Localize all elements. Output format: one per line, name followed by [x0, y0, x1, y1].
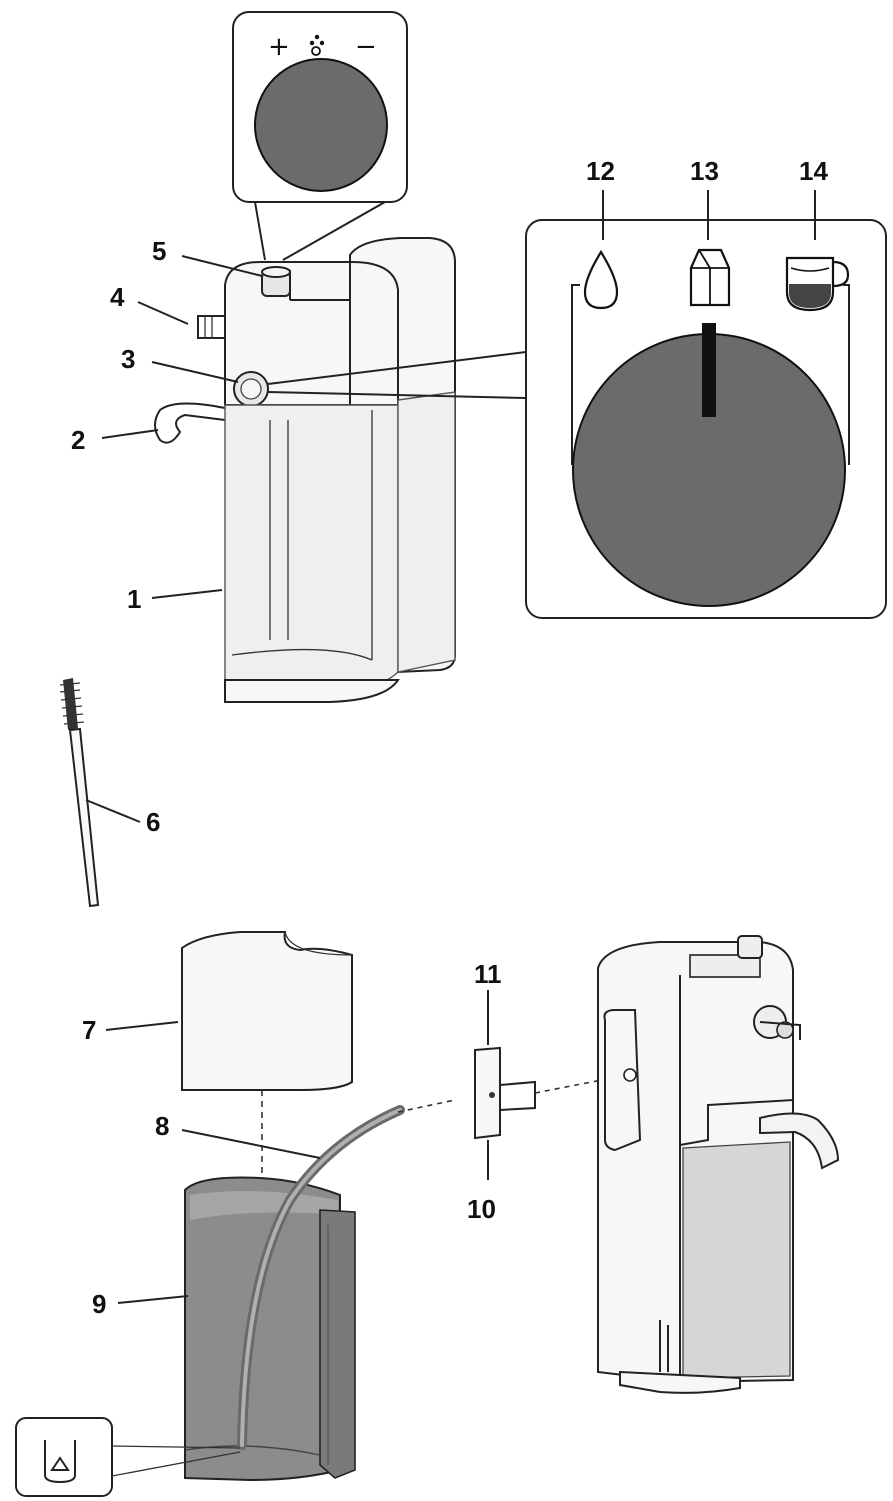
callout-1: 1 — [127, 584, 141, 614]
callout-6: 6 — [146, 807, 160, 837]
callout-14: 14 — [799, 156, 828, 186]
froth-control-inset: + − — [232, 11, 408, 261]
callout-7: 7 — [82, 1015, 96, 1045]
callout-9: 9 — [92, 1289, 106, 1319]
callout-8: 8 — [155, 1111, 169, 1141]
callout-2: 2 — [71, 425, 85, 455]
assembled-frother — [154, 237, 456, 703]
froth-knob — [254, 58, 388, 192]
water-drop-icon — [583, 249, 619, 310]
callout-3: 3 — [121, 344, 135, 374]
callout-leaders — [85, 190, 816, 1304]
cup-icon — [785, 256, 850, 312]
jug-part — [15, 1099, 456, 1497]
callout-12: 12 — [586, 156, 615, 186]
valve-part — [474, 1046, 613, 1140]
frother-body-detached — [597, 935, 840, 1394]
froth-level-icon — [309, 34, 325, 56]
callout-5: 5 — [152, 236, 166, 266]
lid-part — [181, 931, 353, 1200]
callout-11: 11 — [474, 959, 502, 989]
program-selector-inset — [267, 219, 887, 619]
callout-13: 13 — [690, 156, 719, 186]
cleaning-brush — [59, 678, 100, 908]
milk-carton-icon — [689, 248, 731, 307]
minus-sign: − — [355, 32, 377, 62]
callout-10: 10 — [467, 1194, 496, 1224]
tube-end-detail — [15, 1417, 113, 1497]
plus-sign: + — [268, 32, 290, 62]
callout-4: 4 — [110, 282, 125, 312]
knob-indicator — [702, 323, 716, 417]
